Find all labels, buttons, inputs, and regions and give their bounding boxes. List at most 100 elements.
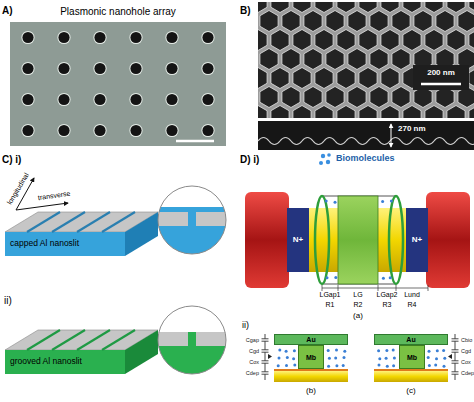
biomolecule-dots bbox=[443, 365, 446, 368]
grooved-nanoslit-slab bbox=[158, 306, 226, 374]
layer-box: Mb bbox=[298, 345, 324, 369]
biomolecule-dots bbox=[442, 349, 445, 352]
capacitance-model bbox=[274, 371, 348, 382]
biomolecule-dots bbox=[381, 200, 384, 203]
biomolecule-dots bbox=[378, 364, 381, 367]
figure-label: longitudinal bbox=[6, 172, 31, 206]
sem-nanohole-image bbox=[10, 22, 226, 146]
biomolecule-dots bbox=[378, 357, 381, 360]
capped-nanoslit-slab bbox=[158, 186, 226, 254]
figure-label: ii) bbox=[4, 295, 12, 306]
capacitance-model bbox=[452, 339, 459, 374]
grooved-nanoslit-slab bbox=[188, 332, 196, 352]
capacitance-model bbox=[374, 371, 448, 382]
capacitance-label: Cdep bbox=[461, 370, 474, 376]
panel-letter: D) i) bbox=[240, 154, 259, 165]
capacitance-label: Cox bbox=[461, 359, 471, 365]
figure-label: Plasmonic nanohole array bbox=[60, 6, 176, 17]
figure-label: R3 bbox=[383, 301, 392, 309]
layer-box: N+ bbox=[288, 231, 308, 249]
biomolecule-dots bbox=[285, 364, 288, 367]
sem-honeycomb-image bbox=[258, 2, 474, 150]
figure-label: R1 bbox=[326, 301, 335, 309]
figure-label: ii) bbox=[242, 321, 249, 331]
capacitance-model bbox=[262, 334, 459, 382]
capacitance-model bbox=[262, 334, 459, 380]
nanowire-biofet bbox=[287, 208, 309, 272]
grooved-nanoslit-slab bbox=[102, 330, 135, 350]
biomolecule-dots bbox=[278, 356, 281, 359]
grooved-nanoslit-slab bbox=[156, 304, 230, 380]
grooved-nanoslit-slab bbox=[196, 332, 230, 346]
layer-name: Mb bbox=[407, 354, 417, 361]
biomolecule-dots bbox=[277, 364, 280, 367]
biomolecule-dots bbox=[428, 350, 431, 353]
capped-nanoslit-slab bbox=[5, 232, 125, 256]
biomolecule-dots bbox=[293, 364, 296, 367]
grooved-nanoslit-slab bbox=[5, 350, 125, 374]
capacitance-label: Cdep bbox=[246, 370, 259, 376]
grooved-nanoslit-slab bbox=[27, 330, 135, 350]
figure-label: (b) bbox=[306, 387, 316, 396]
nanowire-biofet bbox=[322, 285, 428, 291]
biomolecule-dots bbox=[436, 349, 439, 352]
layer-name: Au bbox=[306, 336, 315, 343]
figure-label: Lund bbox=[404, 291, 420, 299]
sem-honeycomb-image bbox=[258, 138, 474, 145]
sem-nanohole-image bbox=[10, 22, 226, 146]
biomolecule-dots bbox=[392, 364, 395, 367]
capacitance-label: Cgd bbox=[461, 348, 471, 354]
biomolecule-dots bbox=[385, 349, 388, 352]
layer-box: Mb bbox=[399, 345, 425, 369]
layer-box: N+ bbox=[407, 231, 427, 249]
figure-label: (c) bbox=[406, 387, 415, 396]
biomolecule-dots bbox=[342, 364, 345, 367]
grooved-nanoslit-slab bbox=[5, 304, 230, 380]
biomolecule-dots bbox=[326, 276, 329, 279]
biomolecule-dots bbox=[335, 364, 338, 367]
biomolecule-dots bbox=[392, 349, 395, 352]
biomolecule-dots bbox=[278, 349, 281, 352]
figure-label: LG bbox=[353, 291, 362, 299]
nanowire-biofet bbox=[245, 192, 289, 288]
capped-nanoslit-slab bbox=[188, 207, 196, 227]
biomolecule-dots bbox=[427, 356, 430, 359]
capped-nanoslit-slab bbox=[27, 212, 135, 232]
figure-label: transverse bbox=[37, 190, 70, 202]
biomolecule-dots bbox=[443, 357, 446, 360]
biomolecule-dots bbox=[334, 201, 337, 204]
nanowire-biofet bbox=[322, 288, 428, 289]
figure-label: LGap2 bbox=[376, 291, 397, 299]
capped-nanoslit-slab bbox=[196, 212, 230, 226]
sem-honeycomb-image bbox=[421, 83, 461, 86]
biomolecule-dots bbox=[334, 356, 337, 359]
biomolecule-dots bbox=[325, 200, 328, 203]
layer-name: Mb bbox=[306, 354, 316, 361]
sem-honeycomb-image bbox=[413, 65, 469, 90]
figure-label: R4 bbox=[408, 301, 417, 309]
biomolecule-dots bbox=[293, 349, 296, 352]
sem-honeycomb-image bbox=[258, 2, 474, 118]
biomolecule-dots bbox=[327, 365, 330, 368]
capped-nanoslit-slab bbox=[102, 212, 135, 232]
nanowire-biofet bbox=[406, 208, 428, 272]
biomolecule-dots bbox=[286, 356, 289, 359]
panel-letter: C) i) bbox=[2, 154, 21, 165]
biomolecule-dots bbox=[382, 277, 385, 280]
biomolecule-dots bbox=[328, 357, 331, 360]
nanowire-biofet bbox=[426, 192, 470, 288]
capacitance-label: Cgd bbox=[249, 348, 259, 354]
biomolecule-dots bbox=[435, 357, 438, 360]
biomolecule-dots bbox=[285, 350, 288, 353]
biomolecule-dots bbox=[428, 364, 431, 367]
grooved-nanoslit-slab bbox=[125, 330, 158, 374]
figure-label: capped Al nanoslit bbox=[10, 239, 79, 248]
biomolecule-dots bbox=[334, 276, 337, 279]
capacitance-model bbox=[448, 354, 452, 359]
nanowire-biofet bbox=[245, 153, 470, 291]
capped-nanoslit-slab bbox=[125, 212, 158, 256]
sem-honeycomb-image bbox=[391, 124, 392, 147]
nanowire-biofet bbox=[389, 196, 403, 284]
nanowire-biofet bbox=[326, 160, 330, 164]
